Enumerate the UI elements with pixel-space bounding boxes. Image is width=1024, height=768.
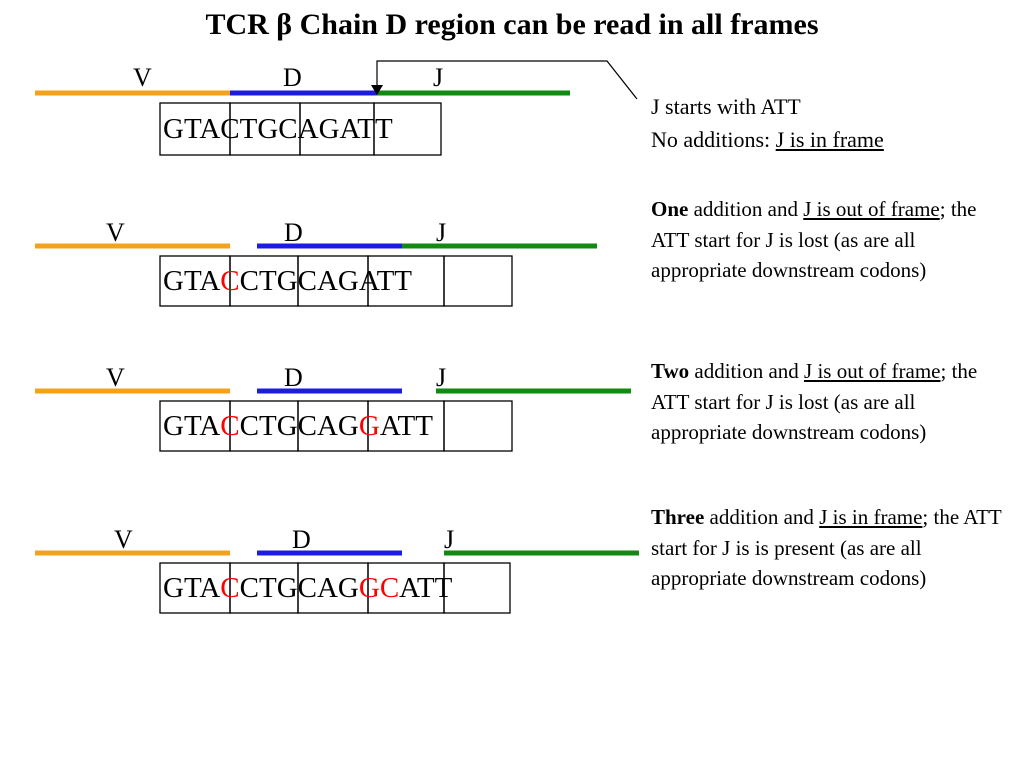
- note-row-1-line-1: J starts with ATT: [651, 94, 801, 119]
- row-2-seq-gca: GCA: [276, 265, 338, 297]
- row-2-seq-gatt: GATT: [337, 265, 413, 297]
- row-2-seq-gta: GTA: [163, 265, 221, 297]
- row-4-seq-att: ATT: [399, 572, 453, 604]
- row-4-j-label: J: [444, 525, 454, 554]
- row-3-d-label: D: [284, 363, 303, 392]
- note-row-1: J starts with ATT No additions: J is in …: [651, 90, 991, 156]
- row-2-codon-boxes: [159, 255, 513, 307]
- row-3-seq-inserted-c: C: [220, 410, 240, 442]
- row-4-seq-g: G: [337, 572, 359, 604]
- row-3-seq-gta: GTA: [163, 410, 221, 442]
- note-row-2-out-of-frame: J is out of frame: [803, 197, 940, 221]
- row-4-v-label: V: [114, 525, 133, 554]
- note-row-3-text-1: addition and: [689, 359, 805, 383]
- row-3-sequence: GTACCTGCAGGATT: [163, 400, 433, 452]
- note-row-4-count: Three: [651, 505, 705, 529]
- note-row-2-text-2: ; the ATT start for J is lost (as are al…: [651, 197, 977, 282]
- row-3-seq-att: ATT: [379, 410, 433, 442]
- row-1-d-label: D: [283, 63, 302, 92]
- row-2-j-label: J: [436, 218, 446, 247]
- row-1-sequence: GTACTGCAGATT: [163, 103, 393, 155]
- row-4-codon-boxes: [159, 562, 511, 614]
- row-2-v-label: V: [106, 218, 125, 247]
- row-4-seq-ct: CT: [239, 572, 277, 604]
- row-4-box-5: [443, 562, 511, 614]
- row-2-segments: V D J: [35, 218, 597, 249]
- row-1-seq-gta: GTA: [163, 113, 221, 145]
- row-4-sequence: GTACCTGCAGGCATT: [163, 562, 452, 614]
- note-row-2-count: One: [651, 197, 689, 221]
- note-row-3-text-2: ; the ATT start for J is lost (as are al…: [651, 359, 978, 444]
- note-row-1-in-frame: J is in frame: [775, 127, 884, 152]
- note-row-4: Three addition and J is in frame; the AT…: [651, 502, 1011, 594]
- note-row-1-prefix: No additions:: [651, 127, 776, 152]
- callout-line: [376, 60, 638, 100]
- row-4-segments: V D J: [35, 525, 639, 556]
- row-2-seq-ct: CT: [239, 265, 277, 297]
- row-1-seq-cag: CAG: [278, 113, 340, 145]
- row-4-seq-inserted-gc: GC: [358, 572, 400, 604]
- row-1-v-label: V: [133, 63, 152, 92]
- row-4-seq-inserted-c: C: [220, 572, 240, 604]
- row-3-v-label: V: [106, 363, 125, 392]
- note-row-3-count: Two: [651, 359, 690, 383]
- row-2-sequence: GTACCTGCAGATT: [163, 255, 412, 307]
- row-3-codon-boxes: [159, 400, 513, 452]
- row-4-seq-gca: GCA: [276, 572, 338, 604]
- row-3-seq-gca: GCA: [276, 410, 338, 442]
- note-row-4-text-2: ; the ATT start for J is is present (as …: [651, 505, 1002, 590]
- row-3-seq-g: G: [337, 410, 359, 442]
- callout-arrowhead: [371, 85, 383, 95]
- row-1-j-label: J: [433, 63, 443, 92]
- note-row-2: One addition and J is out of frame; the …: [651, 194, 991, 286]
- row-1-seq-ctg: CTG: [220, 113, 279, 145]
- row-3-box-5: [443, 400, 513, 452]
- row-1-segments: V D J: [35, 60, 638, 100]
- row-2-box-5: [443, 255, 513, 307]
- row-4-d-label: D: [292, 525, 311, 554]
- row-1-codon-boxes: [159, 102, 442, 156]
- note-row-4-text-1: addition and: [704, 505, 820, 529]
- note-row-4-in-frame: J is in frame: [819, 505, 923, 529]
- row-3-j-label: J: [436, 363, 446, 392]
- row-1-box-4: [373, 102, 442, 156]
- row-2-d-label: D: [284, 218, 303, 247]
- note-row-3: Two addition and J is out of frame; the …: [651, 356, 991, 448]
- note-row-3-out-of-frame: J is out of frame: [804, 359, 941, 383]
- note-row-1-line-2: No additions: J is in frame: [651, 123, 991, 156]
- note-row-2-text-1: addition and: [688, 197, 804, 221]
- row-1-seq-att: ATT: [339, 113, 393, 145]
- row-4-seq-gta: GTA: [163, 572, 221, 604]
- row-3-segments: V D J: [35, 363, 631, 394]
- slide-title: TCR β Chain D region can be read in all …: [205, 8, 819, 41]
- row-3-seq-inserted-g: G: [358, 410, 380, 442]
- row-3-seq-ct: CT: [239, 410, 277, 442]
- row-2-seq-inserted-c: C: [220, 265, 240, 297]
